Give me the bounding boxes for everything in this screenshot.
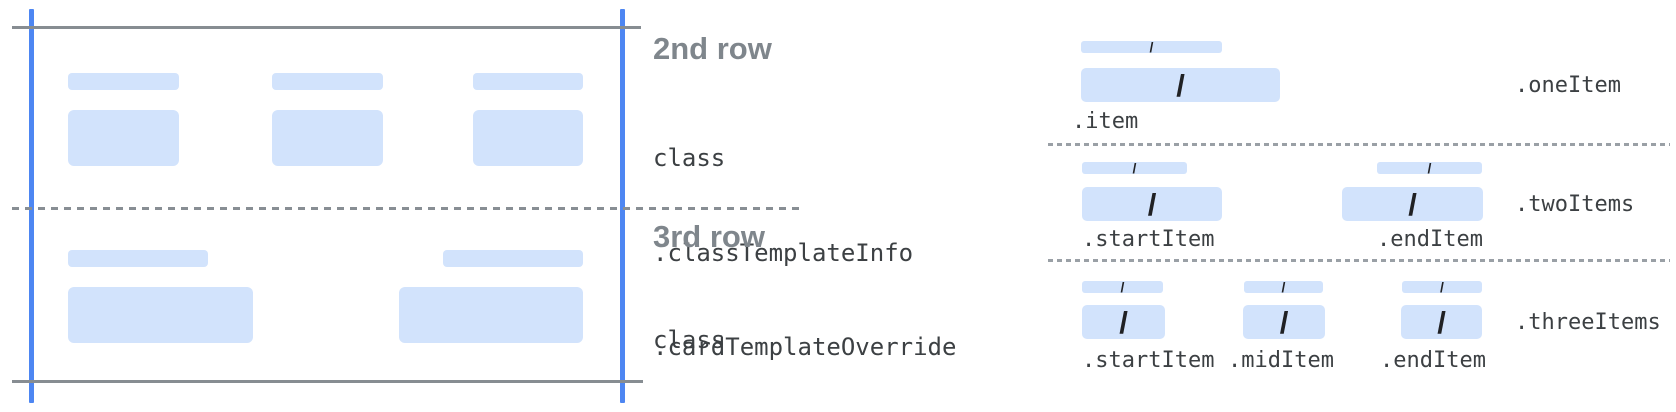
card-right-edge-line: [620, 9, 625, 403]
item-label-bar: /: [1377, 160, 1482, 176]
code-line: .cardTemplateOverride: [653, 333, 957, 361]
field-label-placeholder: [68, 73, 179, 90]
field-value-placeholder: [399, 287, 583, 343]
item-field-label: .startItem: [1082, 227, 1215, 252]
row2-heading: 2nd row: [653, 31, 772, 66]
slash-glyph: /: [1120, 279, 1125, 295]
item-field-label: .item: [1072, 109, 1139, 134]
slash-glyph: /: [1147, 186, 1157, 222]
item-field-label: .endItem: [1377, 227, 1483, 252]
card-left-edge-line: [29, 9, 34, 403]
slash-glyph: /: [1149, 39, 1154, 55]
layout-name-label: .threeItems: [1515, 309, 1661, 335]
field-label-placeholder: [443, 250, 583, 267]
card-bottom-line: [12, 380, 643, 383]
item-label-bar: /: [1081, 39, 1222, 55]
field-value-placeholder: [473, 110, 583, 166]
row-divider-dashed-line: [12, 207, 800, 210]
item-label-bar: /: [1082, 279, 1163, 295]
card-top-line: [12, 26, 641, 29]
row3-heading: 3rd row: [653, 219, 765, 254]
field-value-placeholder: [68, 110, 179, 166]
slash-glyph: /: [1408, 186, 1417, 222]
row3-class-path: class .classTemplateInfo .cardTemplateOv…: [653, 262, 1000, 412]
item-field-label: .midItem: [1228, 348, 1334, 373]
item-value-bar: /: [1082, 187, 1222, 221]
section-divider-dotted-line: [1048, 143, 1670, 146]
slash-glyph: /: [1176, 67, 1185, 103]
item-value-bar: /: [1081, 68, 1280, 102]
code-line: class: [653, 144, 726, 172]
row2-class-path: class .classTemplateInfo .cardTemplateOv…: [653, 80, 1000, 412]
slash-glyph: /: [1132, 160, 1137, 176]
item-value-bar: /: [1082, 305, 1165, 339]
code-line: class: [653, 326, 726, 354]
slash-glyph: /: [1119, 304, 1128, 340]
slash-glyph: /: [1440, 279, 1444, 295]
item-field-label: .startItem: [1082, 348, 1215, 373]
slash-glyph: /: [1437, 304, 1446, 340]
layout-name-label: .oneItem: [1515, 72, 1621, 98]
layout-name-label: .twoItems: [1515, 191, 1635, 217]
item-value-bar: /: [1342, 187, 1483, 221]
slash-glyph: /: [1279, 304, 1289, 340]
field-label-placeholder: [272, 73, 383, 90]
item-label-bar: /: [1082, 160, 1187, 176]
field-label-placeholder: [473, 73, 583, 90]
code-line: .classTemplateInfo: [653, 238, 914, 267]
slash-glyph: /: [1281, 279, 1286, 295]
item-field-label: .endItem: [1380, 348, 1486, 373]
field-value-placeholder: [272, 110, 383, 166]
item-label-bar: /: [1402, 279, 1482, 295]
item-value-bar: /: [1401, 305, 1482, 339]
section-divider-dotted-line: [1048, 259, 1670, 262]
item-label-bar: /: [1244, 279, 1323, 295]
item-value-bar: /: [1243, 305, 1325, 339]
slash-glyph: /: [1427, 160, 1432, 176]
field-value-placeholder: [68, 287, 253, 343]
field-label-placeholder: [68, 250, 208, 267]
